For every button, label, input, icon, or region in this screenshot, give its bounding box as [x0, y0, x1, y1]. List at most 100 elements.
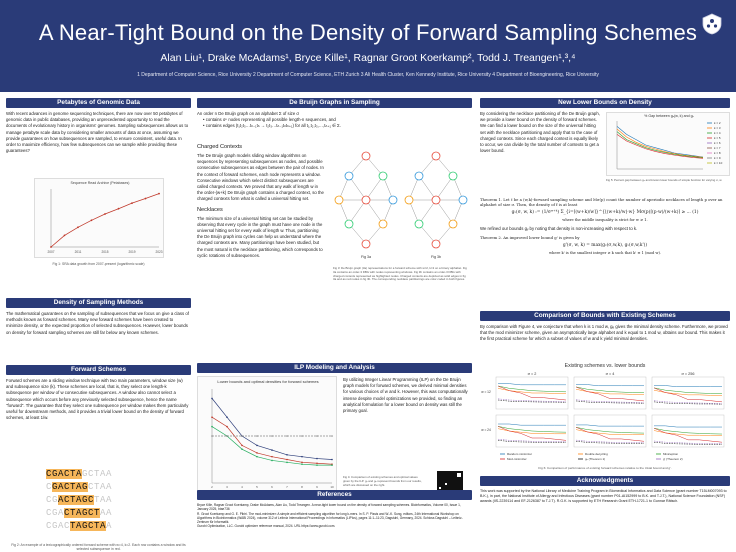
refinement-text: We refined our bounds gᵥ by noting that …	[480, 226, 638, 232]
qr-module	[445, 479, 447, 481]
legend-label: k = 10	[714, 161, 723, 165]
qr-module	[439, 485, 441, 487]
qr-module	[455, 471, 457, 473]
section-title: ILP Modeling and Analysis	[197, 363, 472, 373]
panel-frame	[651, 376, 725, 410]
qr-module	[449, 473, 451, 475]
qr-module	[449, 475, 451, 477]
data-point	[271, 449, 273, 451]
section-title: Density of Sampling Methods	[6, 298, 191, 308]
qr-module	[443, 485, 445, 487]
data-point	[271, 435, 273, 437]
data-point	[211, 416, 213, 418]
qr-module	[457, 487, 459, 489]
series-line	[653, 427, 723, 435]
panel-title: σ = 2	[528, 372, 537, 376]
qr-module	[453, 477, 455, 479]
figure-caption: Fig 6: Comparison of performance of exis…	[538, 466, 672, 470]
qr-module	[451, 473, 453, 475]
qr-module	[437, 485, 439, 487]
qr-module	[461, 485, 463, 487]
x-tick-label: 8	[301, 485, 303, 489]
author-list: Alan Liu¹, Drake McAdams¹, Bryce Kille¹,…	[160, 52, 576, 64]
section-references: References Bryce Kille, Ragnar Groot Koe…	[197, 490, 472, 529]
data-point	[256, 455, 258, 458]
data-point	[301, 461, 303, 464]
panel-frame	[573, 376, 647, 410]
series-line	[497, 426, 567, 433]
qr-module	[453, 475, 455, 477]
qr-module	[445, 485, 447, 487]
qr-module	[459, 479, 461, 481]
qr-module	[437, 473, 439, 475]
data-point	[256, 435, 258, 437]
qr-module	[451, 487, 453, 489]
legend-label: k = 3	[714, 126, 721, 130]
data-point	[271, 455, 273, 458]
window-row: CGACTAGCTAA	[46, 521, 113, 531]
series-line	[575, 400, 645, 404]
qr-module	[439, 473, 441, 475]
qr-module	[459, 487, 461, 489]
qr-module	[461, 473, 463, 475]
qr-module	[443, 471, 445, 473]
qr-module	[461, 479, 463, 481]
qr-module	[453, 481, 455, 483]
qr-module	[453, 471, 455, 473]
graph-edge	[365, 199, 384, 225]
series-line	[576, 424, 644, 427]
series-line	[616, 134, 704, 159]
column-right: New Lower Bounds on Density By consideri…	[480, 98, 730, 546]
data-point	[241, 448, 243, 450]
series-line	[616, 126, 704, 158]
qr-module	[451, 471, 453, 473]
graph-node	[431, 151, 441, 161]
qr-module	[441, 477, 443, 479]
series-line	[653, 440, 722, 444]
graph-node	[431, 195, 441, 205]
data-point	[226, 425, 228, 428]
data-point	[286, 435, 288, 437]
qr-module	[449, 481, 451, 483]
legend-label: k = 4	[714, 131, 721, 135]
series-line	[575, 427, 645, 434]
legend-label: g' (Theorem 2)	[663, 457, 683, 461]
qr-module	[455, 487, 457, 489]
qr-module	[447, 475, 449, 477]
x-tick-label: 2011	[75, 250, 82, 254]
data-point	[331, 435, 333, 437]
qr-module	[443, 473, 445, 475]
gap-line-plot: k = 2k = 3k = 4k = 5k = 6k = 7k = 8k = 9…	[616, 121, 723, 170]
section-title: Acknowledgments	[480, 476, 730, 486]
qr-module	[457, 479, 459, 481]
qr-module	[439, 475, 441, 477]
data-point	[331, 464, 333, 466]
section-title: References	[197, 490, 472, 500]
data-point	[50, 246, 52, 248]
series-line	[497, 398, 566, 402]
series-line	[575, 399, 644, 403]
column-left: Petabytes of Genomic Data With recent ad…	[6, 98, 191, 551]
data-point	[211, 435, 213, 437]
qr-module	[459, 483, 461, 485]
section-debruijn: De Bruijn Graphs in Sampling An order n …	[197, 98, 472, 281]
qr-module	[447, 483, 449, 485]
data-point	[301, 435, 303, 437]
qr-module	[445, 487, 447, 489]
qr-module	[461, 475, 463, 477]
series-line	[653, 387, 723, 394]
series-line	[498, 383, 566, 386]
series-line	[653, 401, 723, 405]
qr-module	[449, 487, 451, 489]
data-point	[316, 457, 318, 460]
legend-label: k = 9	[714, 156, 721, 160]
qr-module	[445, 473, 447, 475]
formula-1: gᵥ(σ, w, k) := (1/σʷ⁺ᵏ) Σ_{i=⌈(w+k)/w⌉}^…	[511, 210, 699, 215]
qr-module	[455, 475, 457, 477]
qr-module	[457, 483, 459, 485]
data-point	[144, 197, 147, 200]
legend-label: Random minimizer	[507, 452, 532, 456]
panel-frame	[573, 414, 647, 448]
graph-edge	[365, 175, 384, 201]
section-text: With recent advances in genome sequencin…	[6, 111, 189, 154]
